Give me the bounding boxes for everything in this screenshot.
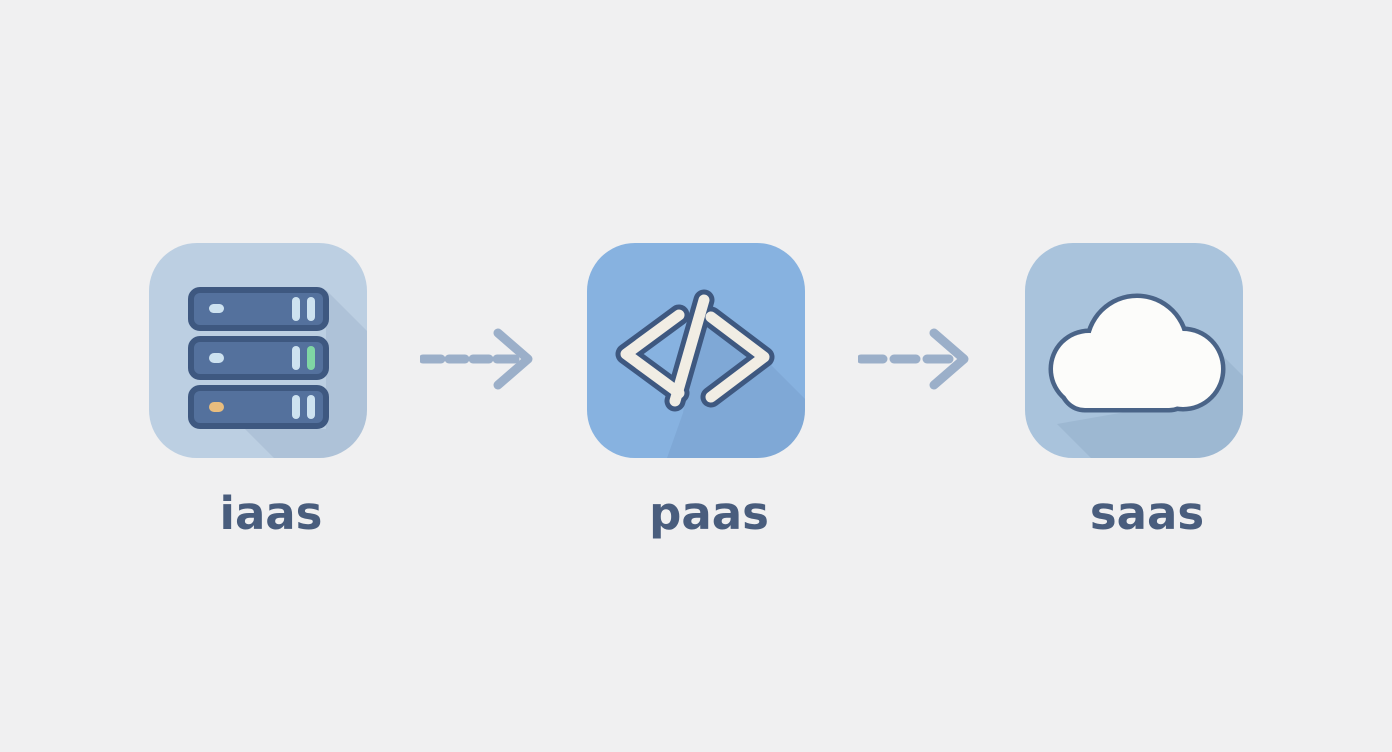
- dashed-arrow-icon: [857, 328, 968, 390]
- long-shadow: [1057, 351, 1243, 458]
- cloud-icon: [1048, 293, 1243, 458]
- long-shadow: [245, 290, 367, 458]
- dashed-arrow-icon: [419, 328, 532, 390]
- connector-2: [805, 243, 1025, 391]
- node-iaas: iaas: [149, 243, 367, 536]
- paas-tile: [587, 243, 805, 458]
- saas-label: saas: [1089, 487, 1205, 540]
- diagram-row: iaas: [149, 243, 1243, 536]
- iaas-label: iaas: [219, 487, 323, 540]
- node-paas: paas: [587, 243, 805, 536]
- server-stack-icon: [188, 287, 367, 458]
- code-icon: [615, 289, 805, 458]
- saas-tile: [1025, 243, 1243, 458]
- node-saas: saas: [1025, 243, 1243, 536]
- connector-1: [367, 243, 587, 391]
- paas-label: paas: [649, 487, 769, 540]
- iaas-tile: [149, 243, 367, 458]
